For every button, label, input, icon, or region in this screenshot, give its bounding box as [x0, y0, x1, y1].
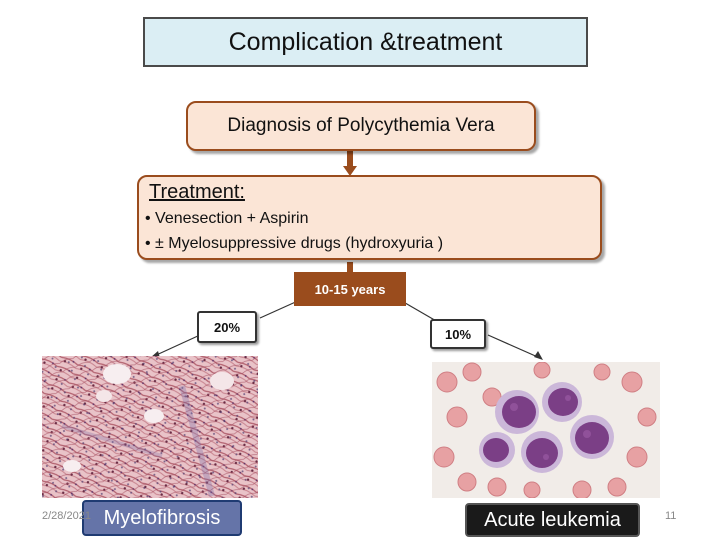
branch-line-right-top — [399, 299, 439, 323]
duration-box: 10-15 years — [294, 272, 406, 306]
treatment-box: Treatment: • Venesection + Aspirin • ± M… — [137, 175, 602, 260]
treatment-heading: Treatment: — [149, 181, 245, 203]
acute-leukemia-label: Acute leukemia — [465, 503, 640, 537]
treatment-item-1: • Venesection + Aspirin — [145, 210, 309, 227]
page-number: 11 — [665, 510, 677, 522]
branch-line-left-top — [259, 299, 301, 319]
footer-date: 2/28/2021 — [42, 510, 91, 522]
acute-leukemia-smear-image — [432, 362, 660, 498]
diagnosis-box: Diagnosis of Polycythemia Vera — [186, 101, 536, 151]
arrow-head-1 — [343, 166, 357, 176]
branch-line-left-bottom — [151, 334, 201, 358]
percent-left: 20% — [197, 311, 257, 343]
slide-title: Complication &treatment — [143, 17, 588, 67]
myelofibrosis-label: Myelofibrosis — [82, 500, 242, 536]
branch-line-right-bottom — [487, 334, 541, 359]
percent-right: 10% — [430, 319, 486, 349]
treatment-item-2: • ± Myelosuppressive drugs (hydroxyuria … — [145, 235, 444, 252]
branch-arrow-right — [534, 351, 543, 360]
myelofibrosis-histology-image — [42, 356, 258, 498]
